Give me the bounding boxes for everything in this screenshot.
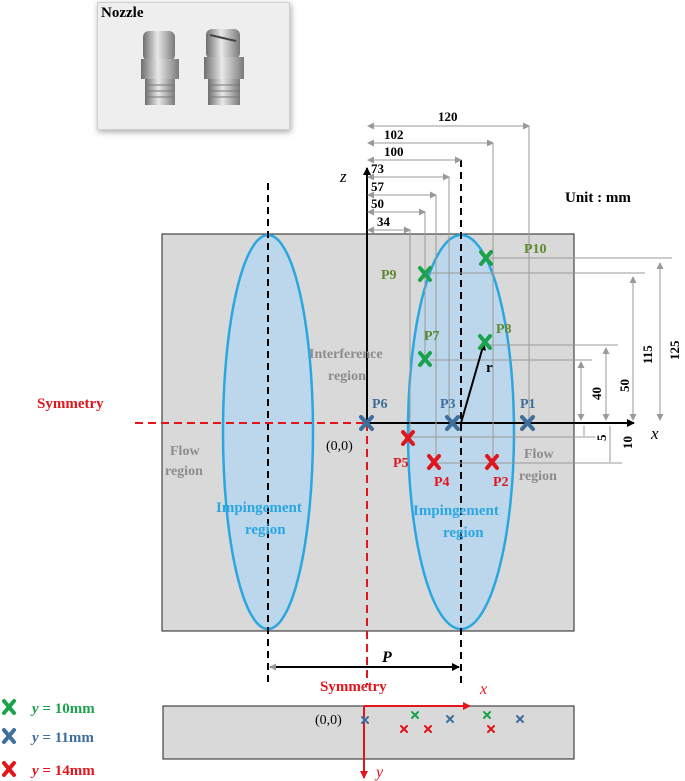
impingement-region-left-label-1: Impingement (216, 500, 302, 516)
marker-P7 (418, 351, 432, 367)
impingement-region-right-label-2: region (443, 525, 484, 541)
z-axis-label: z (339, 167, 347, 186)
interference-region-label-1: Interference (309, 347, 383, 362)
unit-label: Unit : mm (565, 190, 631, 206)
point-label-P1: P1 (520, 397, 536, 412)
dim-v-115: 115 (640, 345, 655, 364)
dim-v-5: 5 (594, 434, 609, 441)
marker-P3 (445, 415, 460, 431)
point-label-P5: P5 (393, 456, 409, 471)
flow-region-left-label-2: region (165, 464, 203, 479)
marker-P5 (401, 430, 415, 446)
point-label-P8: P8 (496, 322, 512, 337)
symmetry-label-left: Symmetry (37, 396, 104, 412)
nozzle-photo-image (98, 3, 289, 129)
marker-P8 (478, 334, 492, 350)
side-view-markers (361, 711, 524, 733)
marker-P10 (479, 250, 493, 266)
dim-h-120: 120 (438, 109, 458, 124)
dim-h-34: 34 (377, 214, 391, 229)
dim-v-50: 50 (617, 379, 632, 392)
nozzle-right (204, 29, 244, 105)
marker-P1 (520, 415, 535, 431)
impingement-region-right-label-1: Impingement (413, 503, 499, 519)
marker-P2 (485, 454, 499, 470)
side-x-label: x (479, 681, 487, 698)
x-axis-label: x (650, 424, 659, 443)
legend: y = 10mm y = 11mm y = 14mm (2, 699, 95, 779)
interference-region-label-2: region (328, 369, 366, 384)
legend-text-y11: y = 11mm (30, 730, 94, 746)
point-label-P2: P2 (493, 475, 509, 490)
dim-h-57: 57 (371, 179, 385, 194)
photo-title: Nozzle (101, 5, 144, 21)
dim-h-100: 100 (384, 144, 404, 159)
vertical-dimensions (410, 257, 672, 464)
legend-marker-y10 (2, 699, 16, 715)
marker-P4 (427, 454, 441, 470)
legend-marker-y11 (2, 728, 16, 744)
legend-text-y10: y = 10mm (30, 701, 95, 717)
dim-h-102: 102 (384, 127, 404, 142)
dim-h-50: 50 (371, 196, 384, 211)
point-label-P7: P7 (424, 329, 440, 344)
side-origin-label: (0,0) (315, 713, 342, 728)
point-label-P9: P9 (381, 268, 397, 283)
side-view-panel (162, 705, 575, 760)
dim-v-40: 40 (589, 387, 604, 400)
legend-marker-y14 (2, 761, 16, 777)
flow-region-right-label-1: Flow (524, 447, 554, 462)
point-label-P6: P6 (372, 397, 388, 412)
marker-P6 (359, 415, 374, 431)
point-label-P3: P3 (440, 397, 456, 412)
horizontal-dimensions (367, 122, 530, 460)
marker-P9 (418, 266, 432, 282)
pitch-label: P (381, 649, 392, 666)
point-label-P10: P10 (524, 242, 547, 257)
nozzle-left (141, 31, 179, 105)
radius-arrow (460, 342, 486, 424)
flow-region-left-label-1: Flow (170, 444, 200, 459)
nozzle-photo: Nozzle (97, 2, 290, 130)
dim-v-125: 125 (667, 340, 682, 360)
point-label-P4: P4 (434, 475, 450, 490)
legend-text-y14: y = 14mm (30, 763, 95, 779)
radius-label: r (486, 360, 493, 376)
side-y-label: y (374, 764, 384, 781)
symmetry-label-bottom: Symmetry (320, 679, 387, 695)
flow-region-right-label-2: region (519, 469, 557, 484)
origin-label: (0,0) (326, 439, 353, 454)
dim-v-10: 10 (620, 436, 635, 449)
dim-h-73: 73 (371, 161, 385, 176)
impingement-region-left-label-2: region (245, 522, 286, 538)
